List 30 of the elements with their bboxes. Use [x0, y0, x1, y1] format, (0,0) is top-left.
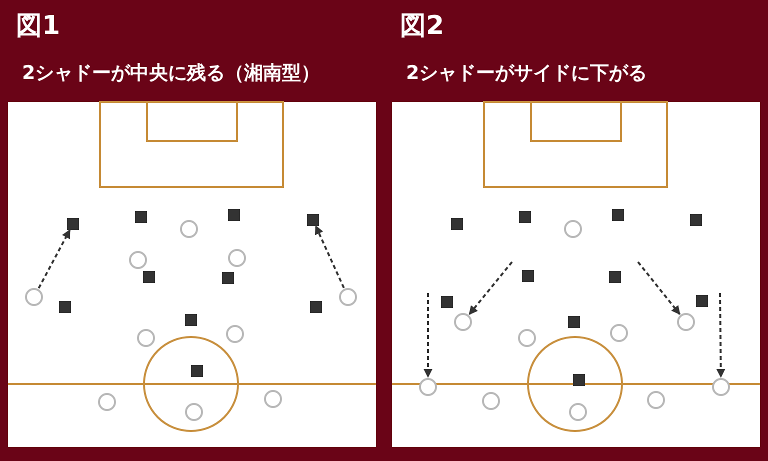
movement-arrow [424, 293, 432, 378]
player-square [522, 270, 534, 282]
player-square [222, 272, 234, 284]
figure-number: 図1 [16, 10, 60, 43]
figure-title: 2シャドーが中央に残る（湘南型） [22, 61, 320, 86]
player-square [441, 296, 453, 308]
player-square [568, 316, 580, 328]
player-square [612, 209, 624, 221]
movement-arrow [716, 292, 726, 378]
player-square [185, 314, 197, 326]
movement-arrow [637, 261, 681, 315]
player-square [696, 295, 708, 307]
movement-arrow [468, 261, 513, 315]
player-square [143, 271, 155, 283]
player-square [67, 218, 79, 230]
player-square [228, 209, 240, 221]
player-square [690, 214, 702, 226]
player-square [307, 214, 319, 226]
player-square [451, 218, 463, 230]
player-square [310, 301, 322, 313]
movement-arrow [314, 225, 345, 288]
player-square [59, 301, 71, 313]
player-square [573, 374, 585, 386]
player-square [519, 211, 531, 223]
figure-number: 図2 [400, 10, 444, 43]
movement-arrow [38, 229, 71, 289]
figure-title: 2シャドーがサイドに下がる [406, 61, 648, 86]
player-square [191, 365, 203, 377]
player-square [609, 271, 621, 283]
player-square [135, 211, 147, 223]
